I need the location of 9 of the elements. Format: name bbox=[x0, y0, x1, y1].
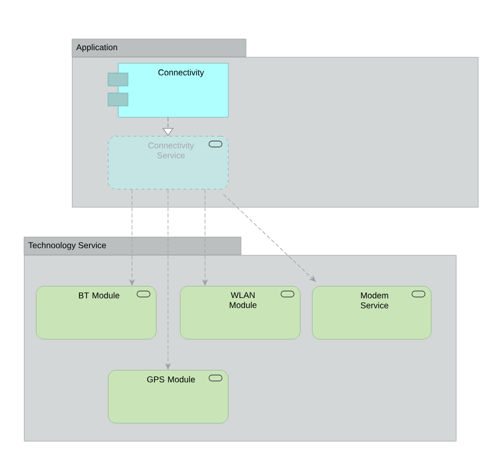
service-box: GPS Module bbox=[108, 370, 228, 424]
arrow bbox=[223, 194, 316, 282]
node-label: Application bbox=[76, 44, 118, 52]
service-box: Modem Service bbox=[312, 286, 432, 340]
service-box: Connectivity Service bbox=[108, 136, 228, 190]
node-label: Technoology Service bbox=[28, 242, 106, 250]
service-box: WLAN Module bbox=[180, 286, 300, 340]
service-box: BT Module bbox=[36, 286, 156, 340]
component-box: Connectivity bbox=[108, 63, 228, 118]
